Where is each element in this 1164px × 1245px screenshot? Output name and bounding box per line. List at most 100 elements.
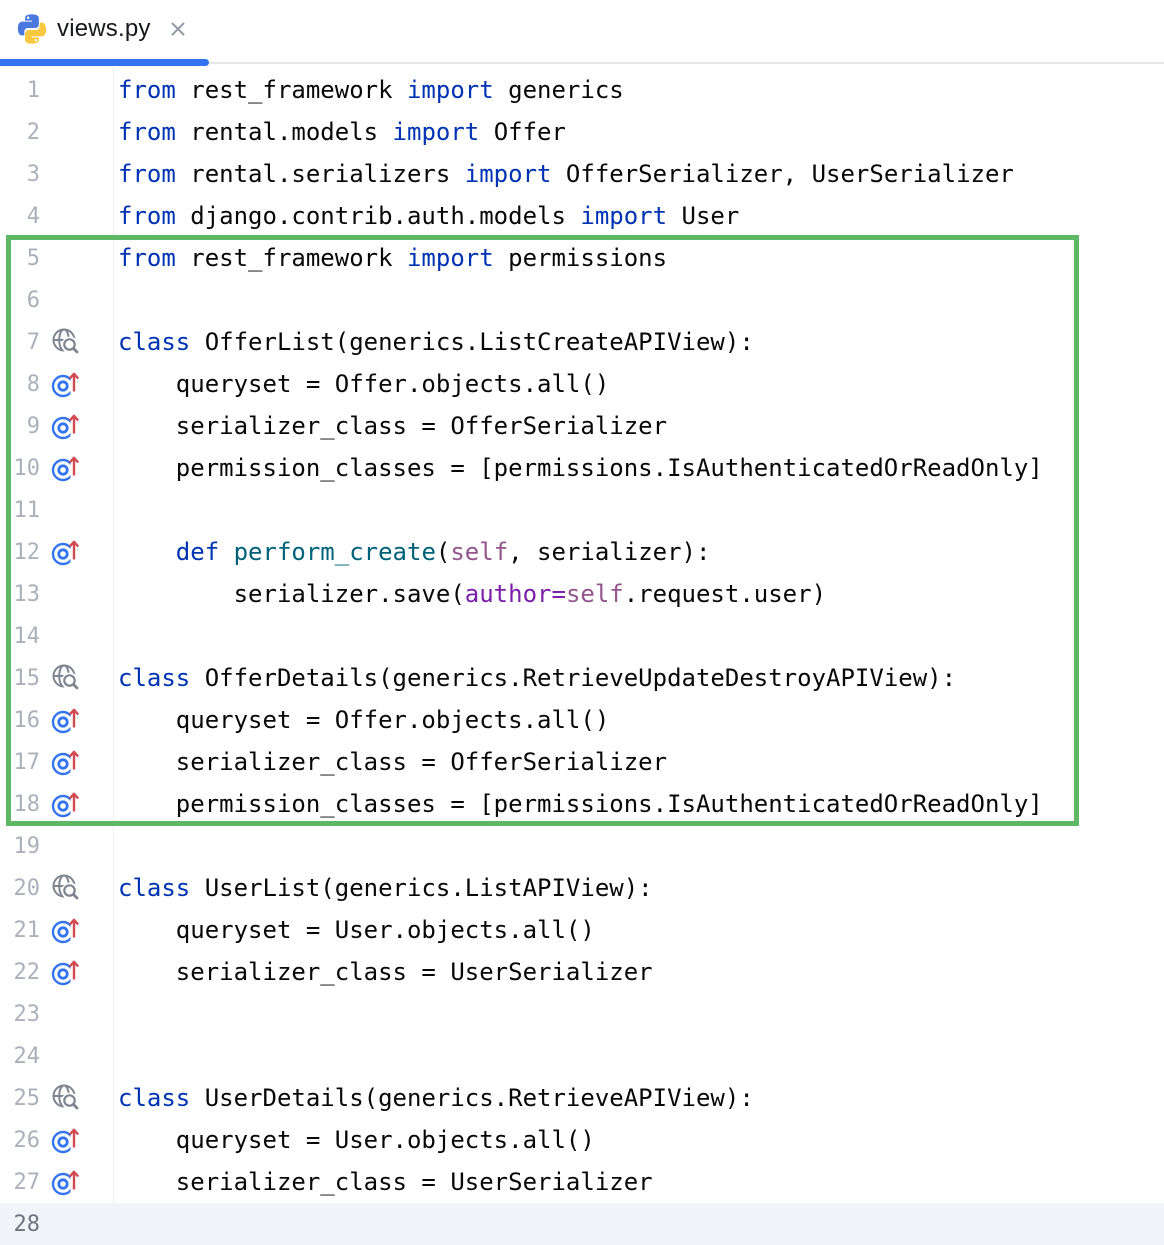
override-gutter-icon[interactable]	[49, 913, 83, 947]
code-token: queryset = User.objects.all()	[118, 1126, 595, 1154]
code-line-text[interactable]: class UserList(generics.ListAPIView):	[113, 874, 653, 902]
override-gutter-icon[interactable]	[49, 367, 83, 401]
line-number: 22	[13, 959, 41, 985]
code-line-text[interactable]: serializer.save(author=self.request.user…	[113, 580, 826, 608]
code-line-text[interactable]: serializer_class = OfferSerializer	[113, 748, 667, 776]
override-gutter-icon[interactable]	[49, 955, 83, 989]
line-number: 25	[13, 1085, 41, 1111]
code-token: permission_classes = [permissions.IsAuth…	[118, 454, 1043, 482]
code-line-text[interactable]: from rental.models import Offer	[113, 118, 566, 146]
code-token: perform_create	[233, 538, 436, 566]
code-line-text[interactable]: from rental.serializers import OfferSeri…	[113, 160, 1014, 188]
endpoints-gutter-icon[interactable]	[49, 661, 83, 695]
code-line: 20 class UserList(generics.ListAPIView):	[0, 867, 1164, 909]
code-editor[interactable]: 1 from rest_framework import generics 2 …	[0, 66, 1164, 1245]
code-line: 19	[0, 825, 1164, 867]
overriding-member-up-arrow-icon	[51, 414, 80, 440]
code-token: def	[175, 538, 220, 566]
code-line-text[interactable]: queryset = Offer.objects.all()	[113, 370, 609, 398]
code-line: 26 queryset = User.objects.all()	[0, 1119, 1164, 1161]
code-line-text[interactable]: serializer_class = UserSerializer	[113, 1168, 653, 1196]
gutter-icon-slot	[49, 619, 83, 653]
code-token: UserDetails(generics.RetrieveAPIView):	[190, 1084, 754, 1112]
gutter-icon-slot	[49, 577, 83, 611]
override-gutter-icon[interactable]	[49, 703, 83, 737]
override-gutter-icon[interactable]	[49, 1165, 83, 1199]
line-number: 4	[26, 203, 40, 229]
code-token: queryset = Offer.objects.all()	[118, 706, 610, 734]
code-line-text[interactable]: class OfferDetails(generics.RetrieveUpda…	[113, 664, 956, 692]
gutter: 16	[0, 703, 113, 737]
code-token: generics	[493, 76, 624, 104]
code-line: 13 serializer.save(author=self.request.u…	[0, 573, 1164, 615]
code-line-text[interactable]: queryset = User.objects.all()	[113, 1126, 595, 1154]
line-number: 24	[13, 1043, 41, 1069]
code-line: 16 queryset = Offer.objects.all()	[0, 699, 1164, 741]
code-token: import	[464, 160, 552, 188]
tab-views-py[interactable]: views.py	[0, 0, 189, 58]
code-token: rest_framework	[175, 76, 407, 104]
gutter: 20	[0, 871, 113, 905]
gutter-icon-slot	[49, 997, 83, 1031]
line-number: 26	[13, 1127, 41, 1153]
gutter-icon-slot	[49, 283, 83, 317]
code-line-text[interactable]: from rest_framework import permissions	[113, 244, 667, 272]
code-token: class	[118, 1084, 191, 1112]
code-line-text[interactable]: serializer_class = OfferSerializer	[113, 412, 667, 440]
gutter: 17	[0, 745, 113, 779]
endpoints-gutter-icon[interactable]	[49, 871, 83, 905]
code-line-text[interactable]: from django.contrib.auth.models import U…	[113, 202, 739, 230]
code-line-text[interactable]: queryset = User.objects.all()	[113, 916, 595, 944]
gutter: 12	[0, 535, 113, 569]
code-token: class	[118, 874, 191, 902]
code-line: 2 from rental.models import Offer	[0, 111, 1164, 153]
gutter: 6	[0, 283, 113, 317]
overriding-member-up-arrow-icon	[51, 792, 80, 818]
line-number: 1	[26, 77, 40, 103]
override-gutter-icon[interactable]	[49, 535, 83, 569]
line-number: 20	[13, 875, 41, 901]
gutter-icon-slot	[49, 241, 83, 275]
gutter: 4	[0, 199, 113, 233]
gutter: 24	[0, 1039, 113, 1073]
override-gutter-icon[interactable]	[49, 787, 83, 821]
gutter: 5	[0, 241, 113, 275]
override-gutter-icon[interactable]	[49, 451, 83, 485]
gutter: 11	[0, 493, 113, 527]
gutter: 26	[0, 1123, 113, 1157]
line-number: 3	[26, 161, 40, 187]
code-line-text[interactable]: permission_classes = [permissions.IsAuth…	[113, 790, 1043, 818]
override-gutter-icon[interactable]	[49, 409, 83, 443]
code-token: from	[118, 118, 176, 146]
code-line-text[interactable]: from rest_framework import generics	[113, 76, 624, 104]
overriding-member-up-arrow-icon	[51, 750, 80, 776]
endpoints-gutter-icon[interactable]	[49, 325, 83, 359]
line-number: 2	[26, 119, 40, 145]
code-token: queryset = User.objects.all()	[118, 916, 595, 944]
code-line-text[interactable]: def perform_create(self, serializer):	[113, 538, 711, 566]
code-line-text[interactable]: class UserDetails(generics.RetrieveAPIVi…	[113, 1084, 754, 1112]
override-gutter-icon[interactable]	[49, 1123, 83, 1157]
code-token: OfferSerializer, UserSerializer	[551, 160, 1014, 188]
code-line-text[interactable]: class OfferList(generics.ListCreateAPIVi…	[113, 328, 754, 356]
code-token: (	[435, 538, 451, 566]
code-line-text[interactable]: serializer_class = UserSerializer	[113, 958, 653, 986]
active-tab-indicator	[0, 59, 209, 66]
code-token: OfferDetails(generics.RetrieveUpdateDest…	[190, 664, 957, 692]
code-line-text[interactable]: queryset = Offer.objects.all()	[113, 706, 609, 734]
gutter: 9	[0, 409, 113, 443]
gutter-icon-slot	[49, 157, 83, 191]
code-token: queryset = Offer.objects.all()	[118, 370, 610, 398]
override-gutter-icon[interactable]	[49, 745, 83, 779]
close-icon[interactable]	[167, 18, 189, 40]
tab-title: views.py	[57, 15, 151, 42]
gutter-icon-slot	[49, 493, 83, 527]
code-token: self	[565, 580, 624, 608]
endpoints-gutter-icon[interactable]	[49, 1081, 83, 1115]
code-token: , serializer):	[508, 538, 711, 566]
code-token: django.contrib.auth.models	[175, 202, 581, 230]
line-number: 6	[26, 287, 40, 313]
code-token: from	[118, 244, 176, 272]
code-line-text[interactable]: permission_classes = [permissions.IsAuth…	[113, 454, 1043, 482]
